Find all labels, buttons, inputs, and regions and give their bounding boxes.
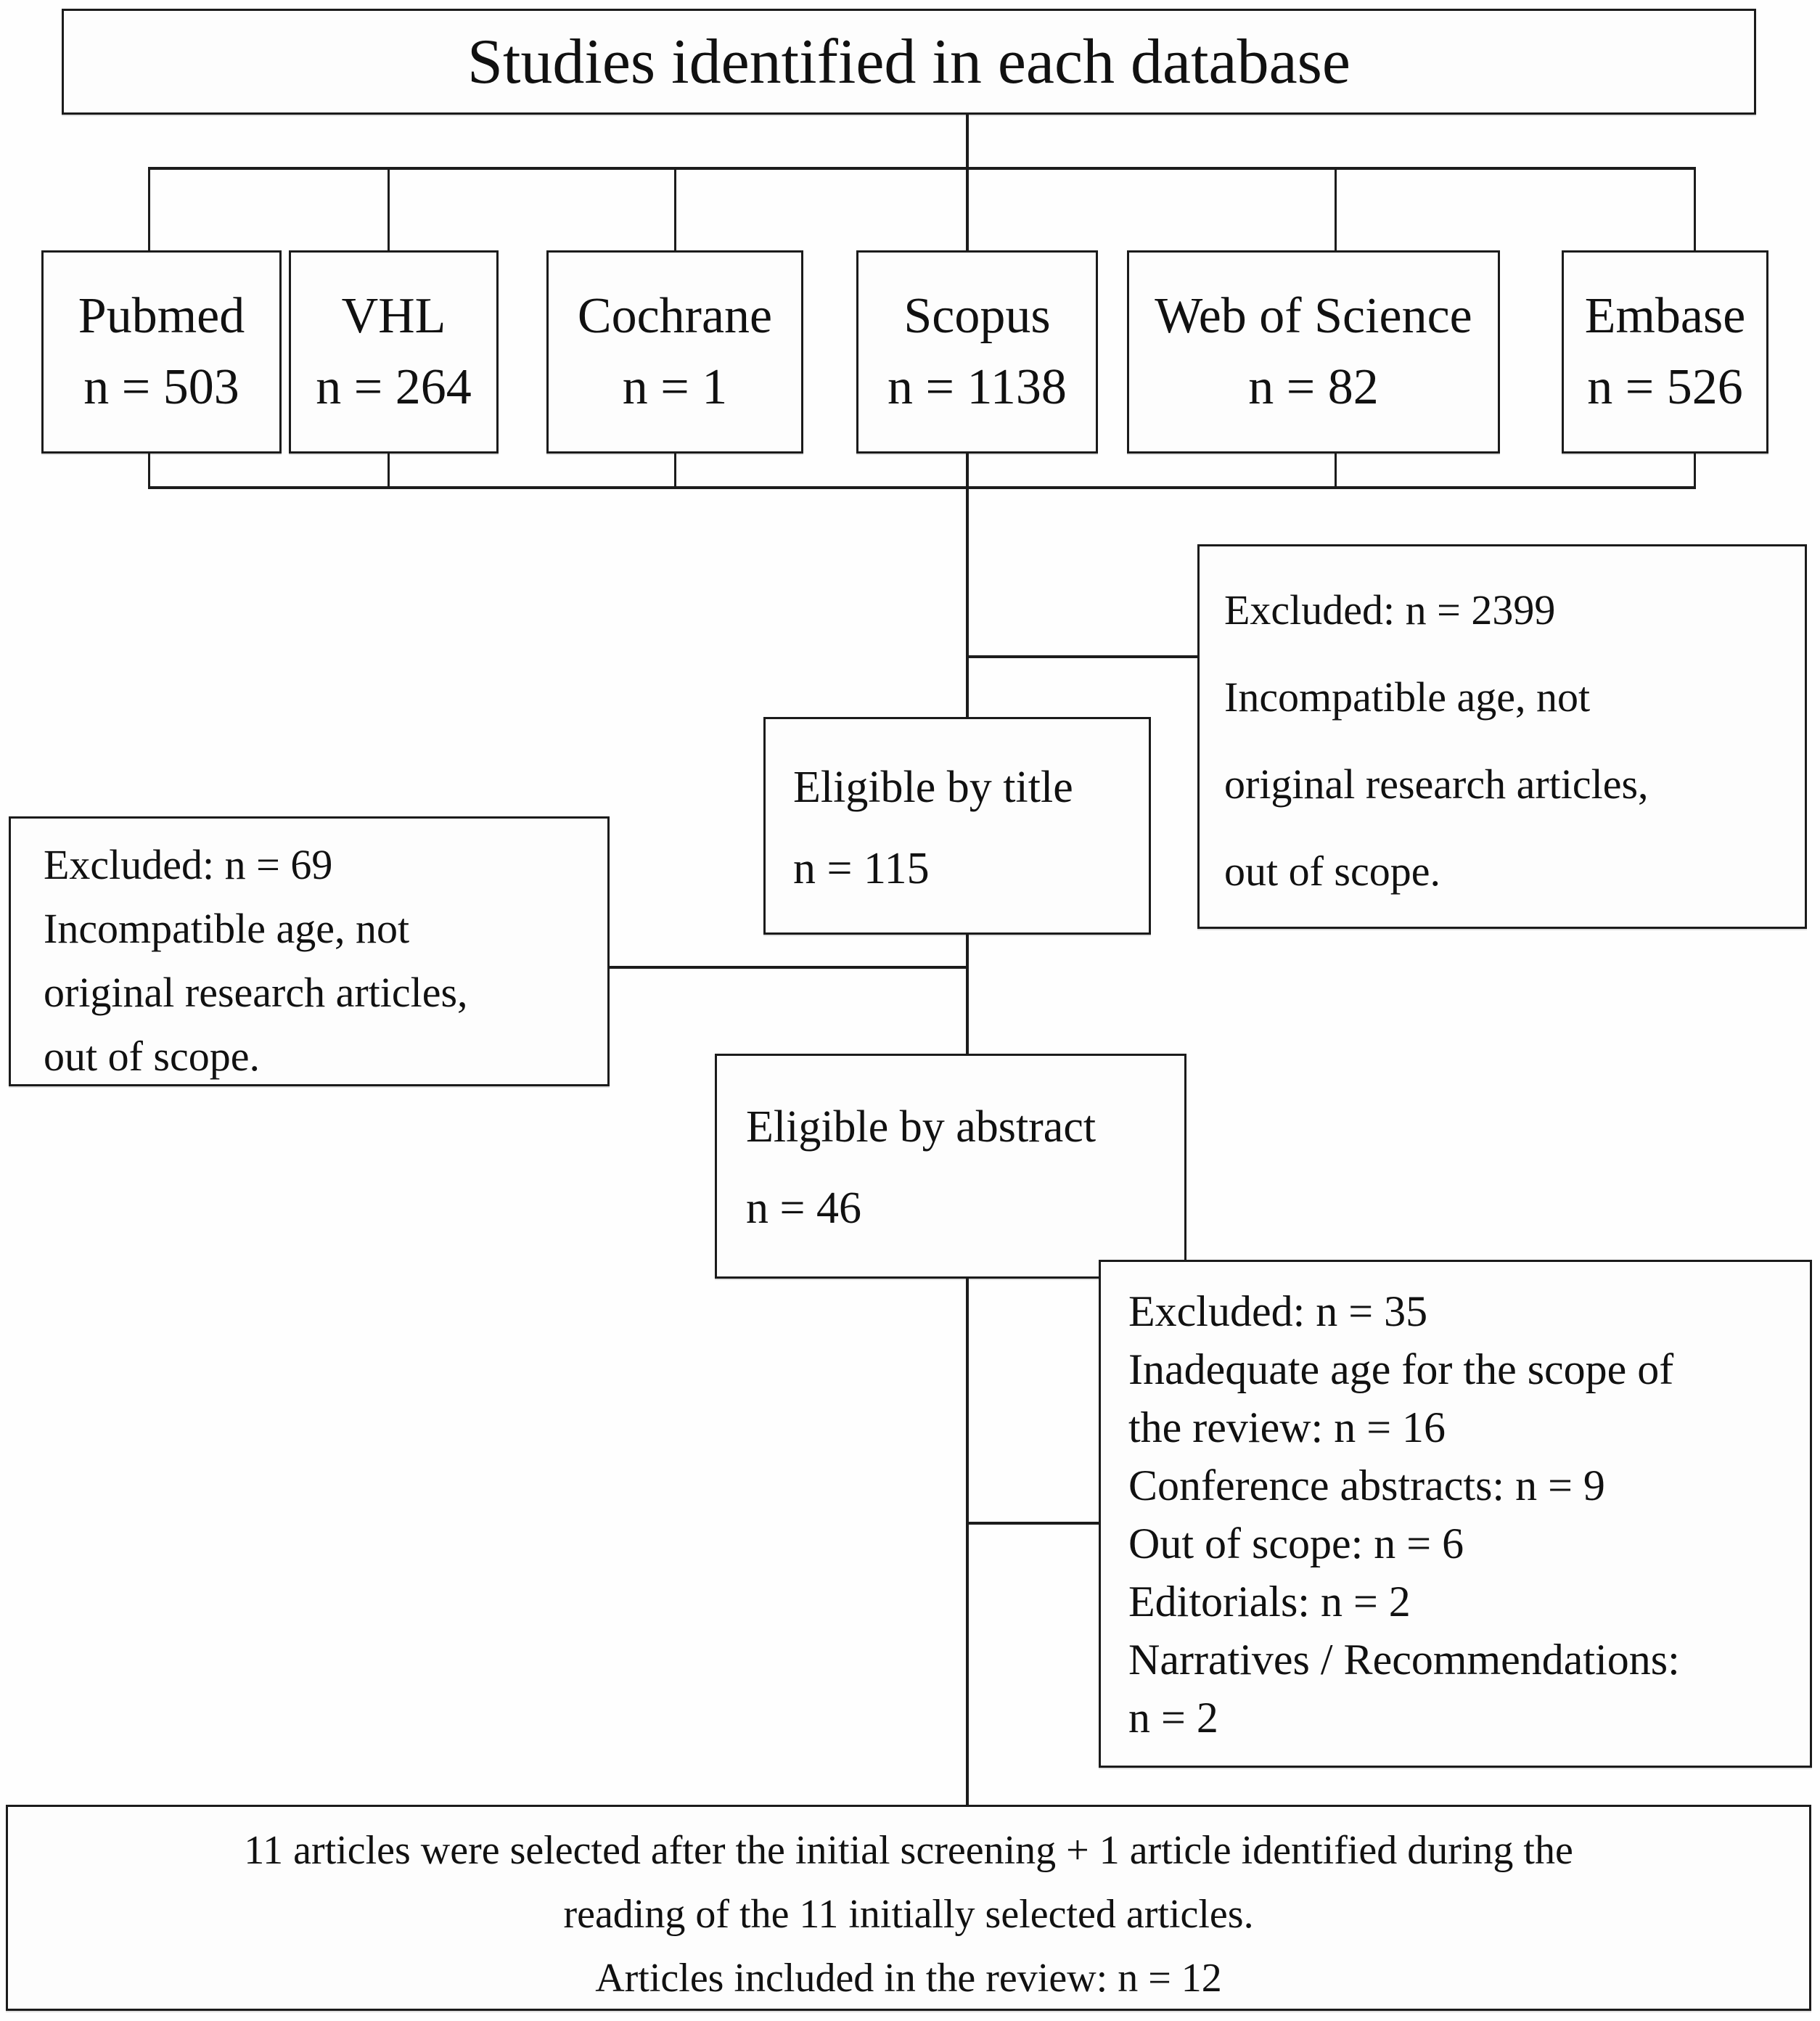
stub-bottom-scopus bbox=[966, 454, 969, 488]
stub-bottom-vhl bbox=[388, 454, 390, 488]
articles-included-box: 11 articles were selected after the init… bbox=[6, 1805, 1811, 2011]
db-name: Scopus bbox=[903, 288, 1051, 344]
excluded-by-title-box: Excluded: n = 2399 Incompatible age, not… bbox=[1197, 544, 1807, 929]
spine-to-eligible-title bbox=[966, 486, 969, 717]
db-box-cochrane: Cochrane n = 1 bbox=[546, 250, 803, 454]
excluded-by-abstract-box: Excluded: n = 69 Incompatible age, not o… bbox=[9, 816, 610, 1086]
stub-bottom-cochrane bbox=[674, 454, 676, 488]
db-name: VHL bbox=[341, 288, 446, 344]
stub-top-web-of-science bbox=[1335, 167, 1337, 252]
db-box-pubmed: Pubmed n = 503 bbox=[41, 250, 282, 454]
stub-top-pubmed bbox=[148, 167, 150, 252]
studies-identified-box: Studies identified in each database bbox=[62, 9, 1756, 115]
db-box-scopus: Scopus n = 1138 bbox=[856, 250, 1098, 454]
eligible-by-abstract-box: Eligible by abstract n = 46 bbox=[715, 1054, 1186, 1279]
stub-top-vhl bbox=[388, 167, 390, 252]
db-count: n = 1138 bbox=[888, 359, 1067, 415]
db-count: n = 264 bbox=[316, 359, 472, 415]
stub-top-scopus bbox=[966, 167, 969, 252]
connector-excluded-abstract bbox=[610, 966, 967, 969]
db-name: Cochrane bbox=[577, 288, 773, 344]
spine-to-eligible-abstract bbox=[966, 935, 969, 1054]
db-name: Embase bbox=[1584, 288, 1746, 344]
stub-top-embase bbox=[1694, 167, 1696, 252]
db-count: n = 82 bbox=[1248, 359, 1379, 415]
branch-line-top bbox=[148, 167, 1696, 170]
spine-to-included bbox=[966, 1279, 969, 1805]
diagram-title: Studies identified in each database bbox=[467, 26, 1350, 97]
connector-excluded-title bbox=[967, 655, 1197, 658]
stub-bottom-embase bbox=[1694, 454, 1696, 488]
db-box-vhl: VHL n = 264 bbox=[289, 250, 499, 454]
db-name: Pubmed bbox=[78, 288, 245, 344]
stub-bottom-web-of-science bbox=[1335, 454, 1337, 488]
eligible-by-title-box: Eligible by title n = 115 bbox=[763, 717, 1151, 935]
db-count: n = 526 bbox=[1587, 359, 1743, 415]
excluded-fulltext-box: Excluded: n = 35 Inadequate age for the … bbox=[1099, 1260, 1812, 1768]
stub-top-cochrane bbox=[674, 167, 676, 252]
connector-title-to-branch bbox=[966, 115, 969, 168]
db-box-web-of-science: Web of Science n = 82 bbox=[1127, 250, 1500, 454]
stub-bottom-pubmed bbox=[148, 454, 150, 488]
branch-line-bottom bbox=[148, 486, 1696, 489]
db-count: n = 1 bbox=[622, 359, 728, 415]
db-count: n = 503 bbox=[83, 359, 239, 415]
db-name: Web of Science bbox=[1155, 288, 1472, 344]
db-box-embase: Embase n = 526 bbox=[1562, 250, 1768, 454]
connector-excluded-fulltext bbox=[967, 1522, 1099, 1525]
